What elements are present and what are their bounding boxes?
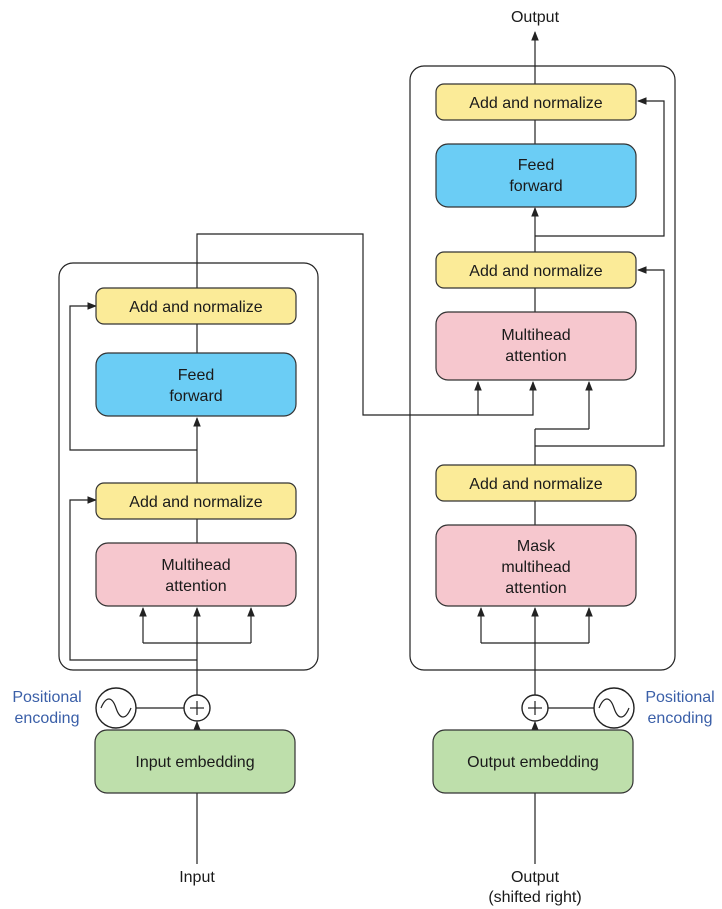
- decoder-sine-wave-icon: [593, 687, 635, 729]
- encoder-feed-forward-label-2: forward: [169, 388, 222, 405]
- encoder-add-normalize-top-label: Add and normalize: [129, 299, 263, 316]
- encoder-add-normalize-bottom-label: Add and normalize: [129, 494, 263, 511]
- output-bottom-label-1: Output: [511, 869, 560, 886]
- output-embedding-block: [432, 729, 634, 794]
- output-embedding-label: Output embedding: [467, 754, 599, 771]
- input-label: Input: [179, 869, 215, 886]
- encoder-multihead-attention: [95, 542, 297, 607]
- output-bottom-label-2: (shifted right): [488, 889, 581, 906]
- decoder-feed-forward-label-2: forward: [509, 178, 562, 195]
- encoder-feed-forward: [95, 352, 297, 417]
- encoder-attention-label-1: Multihead: [161, 557, 230, 574]
- decoder-wires: [477, 31, 665, 864]
- encoder-positional-label-1: Positional: [12, 689, 81, 706]
- decoder-multihead-attention: [435, 311, 637, 381]
- encoder-add-normalize-bottom: [95, 482, 297, 520]
- input-embedding-label: Input embedding: [135, 754, 254, 771]
- decoder-add-normalize-top-label: Add and normalize: [469, 95, 603, 112]
- encoder-frame: [58, 262, 319, 671]
- encoder-sine-wave-icon: [95, 687, 137, 729]
- decoder-add-normalize-mid-label: Add and normalize: [469, 263, 603, 280]
- decoder-mask-label-2: multihead: [501, 559, 570, 576]
- decoder-feed-forward-label-1: Feed: [518, 157, 554, 174]
- decoder-frame: [409, 65, 676, 671]
- decoder-mask-label-3: attention: [505, 580, 566, 597]
- decoder-mask-multihead-attention: [435, 524, 637, 607]
- encoder-feed-forward-label-1: Feed: [178, 367, 214, 384]
- decoder-mask-label-1: Mask: [517, 538, 556, 555]
- input-embedding-block: [94, 729, 296, 794]
- decoder-attention-label-2: attention: [505, 348, 566, 365]
- encoder-wires: [69, 233, 537, 864]
- decoder-add-normalize-bottom: [435, 464, 637, 502]
- encoder-positional-label-2: encoding: [15, 710, 80, 727]
- decoder-add-normalize-bottom-label: Add and normalize: [469, 476, 603, 493]
- decoder-attention-label-1: Multihead: [501, 327, 570, 344]
- encoder-add-normalize-top: [95, 287, 297, 325]
- decoder-add-normalize-mid: [435, 251, 637, 289]
- decoder-feed-forward: [435, 143, 637, 208]
- decoder-positional-label-2: encoding: [648, 710, 713, 727]
- decoder-positional-label-1: Positional: [645, 689, 714, 706]
- decoder-add-normalize-top: [435, 83, 637, 121]
- encoder-attention-label-2: attention: [165, 578, 226, 595]
- output-top-label: Output: [511, 9, 560, 26]
